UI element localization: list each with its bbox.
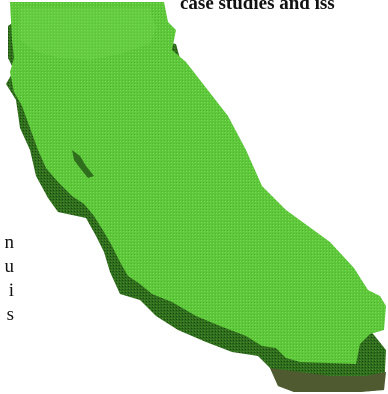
- map-base-edge: [270, 368, 386, 392]
- bay-detail: [72, 150, 94, 178]
- left-fragment: u: [4, 257, 15, 276]
- map-top-surface: [10, 2, 386, 364]
- left-fragment: n: [4, 233, 15, 252]
- map-highlight: [20, 8, 156, 60]
- top-caption: case studies and iss: [180, 0, 335, 14]
- left-fragment: i: [8, 281, 14, 300]
- left-fragment: s: [6, 305, 14, 324]
